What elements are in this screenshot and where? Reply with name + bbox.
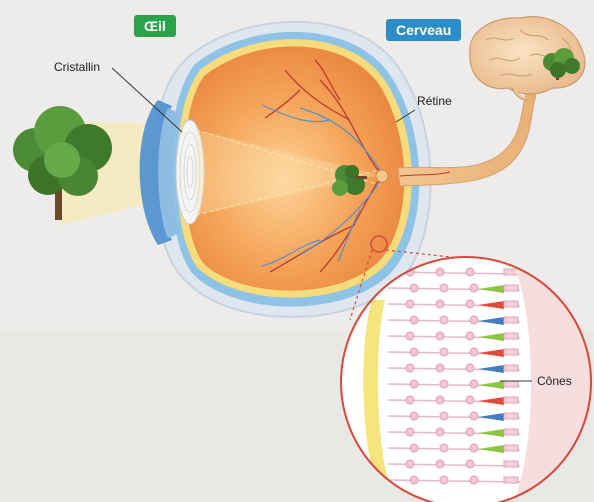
neuron-cell bbox=[409, 443, 419, 453]
lens-pointer bbox=[111, 67, 183, 133]
magnifier-ring bbox=[340, 256, 592, 502]
light-beam bbox=[196, 130, 380, 215]
neuron-cell bbox=[405, 427, 415, 437]
retina-label: Rétine bbox=[417, 94, 452, 108]
retina-tree-image bbox=[332, 165, 367, 196]
eye-interior bbox=[183, 46, 405, 291]
cornea bbox=[139, 100, 172, 245]
optic-nerve-vessel bbox=[399, 171, 451, 177]
neuron-cell bbox=[469, 347, 479, 357]
rod-cell bbox=[503, 332, 519, 340]
neuron-cell bbox=[409, 411, 419, 421]
rod-cell bbox=[503, 444, 519, 452]
rod-cell bbox=[503, 364, 519, 372]
neuron-cell bbox=[439, 347, 449, 357]
neuron-cell bbox=[409, 283, 419, 293]
rod-cell bbox=[503, 396, 519, 404]
cone-cell bbox=[478, 413, 504, 421]
retina-pointer bbox=[395, 109, 416, 123]
neuron-cell bbox=[405, 459, 415, 469]
neuron-cell bbox=[465, 427, 475, 437]
neuron-cell bbox=[405, 331, 415, 341]
object-tree bbox=[13, 106, 112, 220]
cone-cell bbox=[478, 445, 504, 453]
neuron-cell bbox=[405, 395, 415, 405]
cones-label: Cônes bbox=[537, 374, 572, 388]
neuron-cell bbox=[439, 379, 449, 389]
neuron-cell bbox=[469, 411, 479, 421]
optic-disc bbox=[375, 169, 389, 183]
cone-cell bbox=[478, 333, 504, 341]
neuron-cell bbox=[435, 331, 445, 341]
rod-cell bbox=[503, 300, 519, 308]
neuron-cell bbox=[465, 299, 475, 309]
cone-cell bbox=[478, 349, 504, 357]
neuron-cell bbox=[405, 299, 415, 309]
rod-cell bbox=[503, 428, 519, 436]
neuron-cell bbox=[439, 443, 449, 453]
cone-cell bbox=[478, 397, 504, 405]
lens-crystallin bbox=[175, 119, 205, 225]
neuron-cell bbox=[465, 363, 475, 373]
neuron-cell bbox=[435, 299, 445, 309]
neuron-cell bbox=[435, 363, 445, 373]
neuron-cell bbox=[465, 331, 475, 341]
cone-cell bbox=[478, 301, 504, 309]
magnifier-connector-1 bbox=[349, 249, 373, 321]
rod-cell bbox=[503, 348, 519, 356]
iris bbox=[158, 108, 180, 238]
neuron-cell bbox=[439, 315, 449, 325]
neuron-cell bbox=[469, 315, 479, 325]
neuron-cell bbox=[469, 443, 479, 453]
neuron-cell bbox=[465, 395, 475, 405]
neuron-cell bbox=[435, 459, 445, 469]
neuron-cell bbox=[435, 395, 445, 405]
brain-tree-image bbox=[543, 48, 580, 80]
neuron-cell bbox=[465, 267, 475, 277]
neuron-cell bbox=[469, 283, 479, 293]
rod-cell bbox=[503, 284, 519, 292]
cone-cell bbox=[478, 317, 504, 325]
neuron-cell bbox=[439, 411, 449, 421]
neuron-cell bbox=[409, 475, 419, 485]
brain-tag: Cerveau bbox=[386, 19, 462, 41]
neuron-cell bbox=[405, 363, 415, 373]
neuron-cell bbox=[435, 427, 445, 437]
neuron-cell bbox=[435, 267, 445, 277]
rod-cell bbox=[503, 460, 519, 468]
magnifier-connector-2 bbox=[385, 249, 461, 259]
retina-vessels-blue bbox=[261, 104, 381, 267]
neuron-cell bbox=[409, 315, 419, 325]
eye-tag: Œil bbox=[134, 15, 176, 37]
neuron-cell bbox=[409, 347, 419, 357]
neuron-cell bbox=[465, 459, 475, 469]
cone-cell bbox=[478, 381, 504, 389]
neuron-cell bbox=[469, 379, 479, 389]
rod-cell bbox=[503, 380, 519, 388]
cone-cell bbox=[478, 285, 504, 293]
retina-cell-layers bbox=[387, 267, 521, 485]
rod-cell bbox=[503, 476, 519, 484]
magnifier-source bbox=[370, 235, 388, 253]
cone-cell bbox=[478, 365, 504, 373]
rod-cell bbox=[503, 412, 519, 420]
neuron-cell bbox=[409, 379, 419, 389]
neuron-cell bbox=[469, 475, 479, 485]
neuron-cell bbox=[439, 283, 449, 293]
rod-cell bbox=[503, 316, 519, 324]
cone-cell bbox=[478, 429, 504, 437]
lens-label: Cristallin bbox=[54, 60, 101, 74]
neuron-cell bbox=[439, 475, 449, 485]
optic-nerve bbox=[397, 89, 537, 187]
retina-vessels-red bbox=[264, 59, 383, 273]
